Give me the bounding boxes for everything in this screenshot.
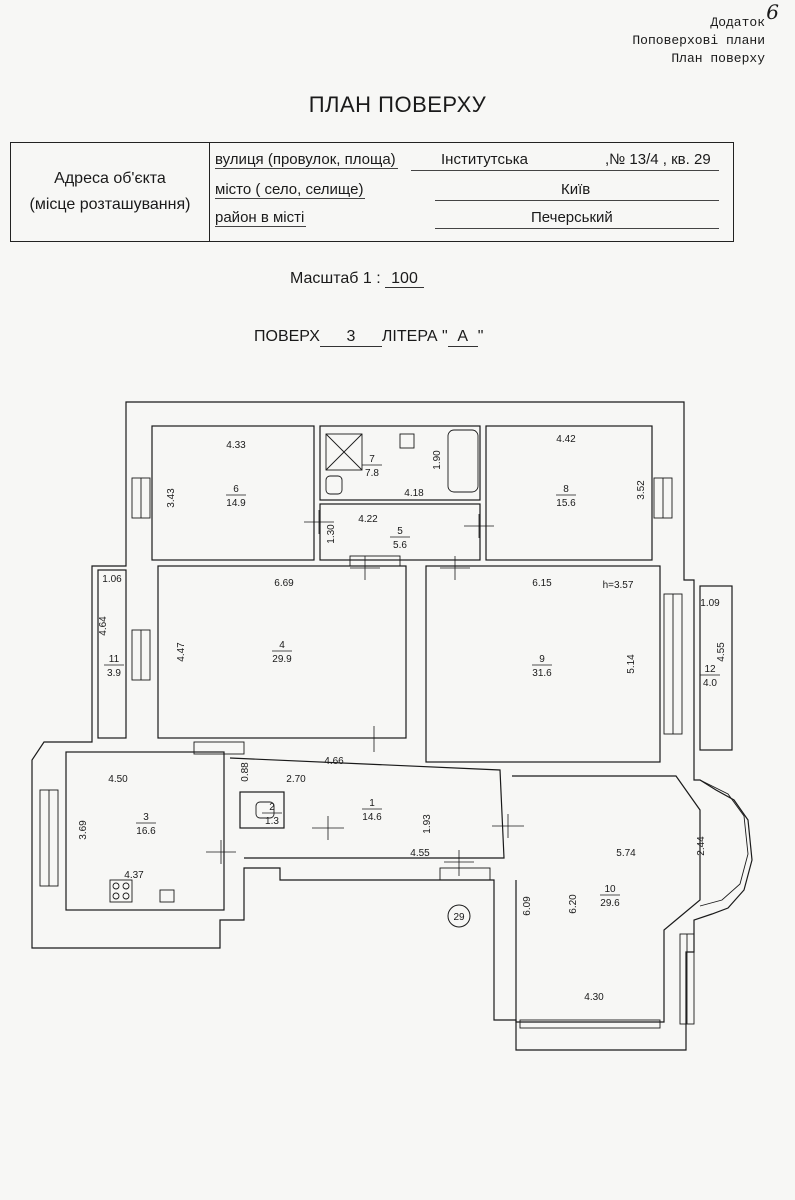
room-3-side-dim: 3.69 (78, 820, 89, 840)
room-5-area: 5.6 (393, 540, 407, 551)
room-8-id: 8 (563, 484, 569, 495)
room-7-outline (319, 425, 481, 501)
city-value: Київ (561, 181, 591, 198)
room-1-top-dim: 4.66 (324, 756, 344, 767)
room-7-id: 7 (369, 454, 375, 465)
scale-label: Масштаб 1 : (290, 270, 381, 287)
address-label-line-1: Адреса об'єкта (54, 170, 166, 187)
room-12-outline (699, 585, 733, 751)
annex-line-2: Поповерхові плани (632, 33, 765, 48)
room-10-id: 10 (604, 884, 616, 895)
room-1-id: 1 (369, 798, 375, 809)
room-10-area: 29.6 (600, 898, 620, 909)
room-6-outline (151, 425, 315, 561)
room-10-dim-c: 6.09 (522, 896, 533, 916)
room-3-id: 3 (143, 812, 149, 823)
district-value: Печерський (531, 209, 613, 226)
room-10-bottom-dim: 4.30 (584, 992, 604, 1003)
city-label: місто ( село, селище) (215, 181, 366, 199)
room-10-side-dim: 6.20 (568, 894, 579, 914)
apartment-marker: 29 (453, 912, 465, 923)
room-8-side-dim: 3.52 (636, 480, 647, 500)
room-7-dim-a: 1.90 (432, 450, 443, 470)
room-8-top-dim: 4.42 (556, 434, 576, 445)
annex-line-3: План поверху (671, 51, 765, 66)
room-1-outline (229, 757, 505, 859)
room-2-dim-a: 0.88 (240, 762, 251, 782)
room-6-area: 14.9 (226, 498, 246, 509)
room-11-id: 11 (109, 654, 120, 665)
room-11-area: 3.9 (107, 668, 121, 679)
room-12-area: 4.0 (703, 678, 717, 689)
room-9-id: 9 (539, 654, 545, 665)
room-1-area: 14.6 (362, 812, 382, 823)
street-label: вулиця (провулок, площа) (215, 151, 398, 169)
room-3-bottom-dim: 4.37 (124, 870, 144, 881)
house-number-value: ,№ 13/4 , кв. 29 (605, 151, 711, 168)
district-label: район в місті (215, 209, 307, 227)
room-8-outline (485, 425, 653, 561)
room-4-side-dim: 4.47 (176, 642, 187, 662)
room-7-dim-b: 4.18 (404, 488, 424, 499)
page-number: 6 (766, 0, 779, 24)
floor-plan: 29 4.33 6 14.9 3.43 7 7.8 1.90 4.18 4.42… (31, 401, 753, 1051)
room-12-id: 12 (704, 664, 716, 675)
outer-wall (31, 401, 753, 1051)
address-table: Адреса об'єкта (місце розташування) вули… (10, 142, 734, 242)
room-3-area: 16.6 (136, 826, 156, 837)
address-label-cell: Адреса об'єкта (місце розташування) (11, 143, 210, 241)
room-2-dim-b: 2.70 (286, 774, 306, 785)
room-5-dim-a: 4.22 (358, 514, 378, 525)
litera-label: ЛІТЕРА " (381, 328, 448, 345)
room-4-outline (157, 565, 407, 739)
room-5-dim-b: 1.30 (326, 524, 337, 544)
scale-value: 100 (385, 270, 424, 288)
room-6-top-dim: 4.33 (226, 440, 246, 451)
address-district-row: район в місті Печерський (215, 205, 719, 229)
room-9-outline (425, 565, 661, 763)
room-6-side-dim: 3.43 (166, 488, 177, 508)
annex-line-1: Додаток (710, 15, 765, 30)
room-10-dim-d: 2.44 (696, 836, 707, 856)
page-title: ПЛАН ПОВЕРХУ (308, 92, 487, 117)
street-value: Інститутська (441, 151, 528, 168)
room-9-top-dim: 6.15 (532, 578, 552, 589)
address-street-row: вулиця (провулок, площа) Інститутська ,№… (215, 147, 719, 171)
room-2-id: 2 (269, 802, 275, 813)
floor-value: 3 (319, 328, 382, 347)
room-10-outline (512, 775, 701, 1023)
room-4-id: 4 (279, 640, 285, 651)
litera-value: А (447, 328, 478, 347)
annex-header: Додаток Поповерхові плани План поверху (632, 14, 765, 68)
address-city-row: місто ( село, селище) Київ (215, 177, 719, 201)
room-1-side-dim: 1.93 (422, 814, 433, 834)
room-10-top-dim: 5.74 (616, 848, 636, 859)
room-9-area: 31.6 (532, 668, 552, 679)
room-4-top-dim: 6.69 (274, 578, 294, 589)
room-2-outline (239, 791, 285, 829)
room-11-dim-a: 1.06 (102, 574, 122, 585)
litera-end: " (477, 328, 484, 345)
room-9-side-dim: 5.14 (626, 654, 637, 674)
room-7-area: 7.8 (365, 468, 379, 479)
room-4-area: 29.9 (272, 654, 292, 665)
room-6-id: 6 (233, 484, 239, 495)
room-9-height: h=3.57 (603, 580, 634, 591)
room-8-area: 15.6 (556, 498, 576, 509)
room-3-top-dim: 4.50 (108, 774, 128, 785)
scale-line: Масштаб 1 : 100 (290, 270, 424, 288)
room-3-outline (65, 751, 225, 911)
room-12-dim-b: 4.55 (716, 642, 727, 662)
address-label-line-2: (місце розташування) (29, 196, 191, 213)
room-1-bottom-dim: 4.55 (410, 848, 430, 859)
room-11-outline (97, 569, 127, 739)
room-5-id: 5 (397, 526, 403, 537)
floor-label: ПОВЕРХ (254, 328, 320, 345)
room-11-dim-b: 4.64 (98, 616, 109, 636)
room-12-dim-a: 1.09 (700, 598, 720, 609)
room-2-area: 1.3 (265, 816, 279, 827)
